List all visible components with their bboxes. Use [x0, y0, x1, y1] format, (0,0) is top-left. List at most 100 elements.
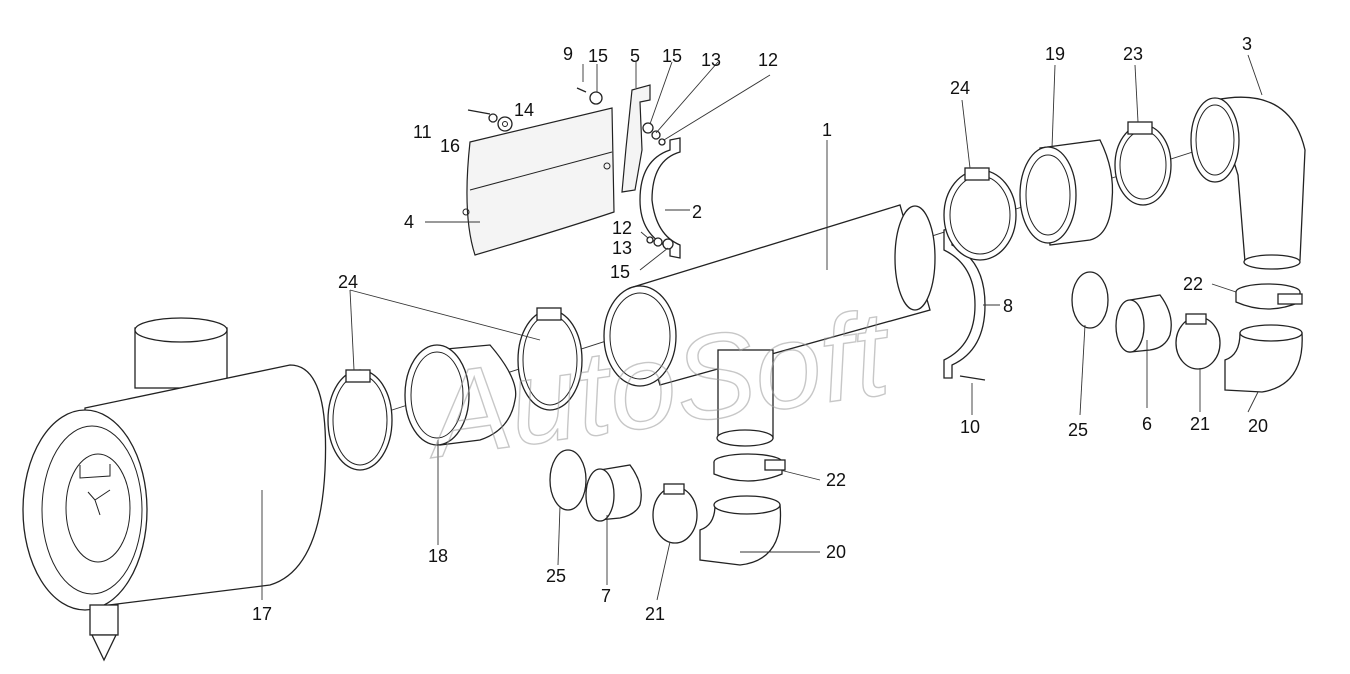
- part-23-clamp: [1114, 121, 1172, 206]
- clamp-band-outer: [327, 369, 393, 471]
- pipe-inlet-end: [603, 285, 677, 387]
- callout-17: 17: [252, 604, 272, 624]
- callout-2: 2: [692, 202, 702, 222]
- elbow-body: [1224, 332, 1303, 393]
- part-1-intake-pipe: [603, 204, 936, 447]
- callout-20-right: 20: [1248, 416, 1268, 436]
- clamp-screw-housing: [1127, 121, 1153, 135]
- nut-13-lower: [653, 237, 663, 247]
- part-19-sleeve: [1019, 139, 1114, 246]
- part-22-clamp-lower: [713, 453, 786, 482]
- pipe-inlet-inner: [609, 292, 671, 380]
- callout-21-lower: 21: [645, 604, 665, 624]
- callout-20-lower: 20: [826, 542, 846, 562]
- elbow-inlet-inner: [1195, 104, 1235, 176]
- housing-body: [84, 364, 327, 609]
- housing-cover-plate: [65, 453, 131, 563]
- shield-hole: [603, 162, 611, 170]
- clamp-screw-housing: [1277, 293, 1303, 305]
- part-6-hose-coupler: [1115, 294, 1172, 353]
- sleeve-inner: [410, 351, 464, 439]
- part-24-clamp-right: [943, 167, 1017, 261]
- clamp-screw-housing: [345, 369, 371, 383]
- clamp-band-outer: [943, 169, 1017, 261]
- clamp-screw-housing: [764, 459, 786, 471]
- callout-10: 10: [960, 417, 980, 437]
- part-22-clamp-right: [1235, 283, 1303, 310]
- clamp-screw-housing: [663, 483, 685, 495]
- part-24-clamp-mid: [517, 307, 583, 411]
- part-25-ring-lower: [549, 449, 587, 511]
- callout-16: 16: [440, 136, 460, 156]
- callout-21-right: 21: [1190, 414, 1210, 434]
- part-21-clamp-lower: [652, 483, 698, 544]
- washer-16: [488, 113, 498, 123]
- part-7-hose-coupler: [585, 464, 642, 522]
- shield-plate: [466, 107, 615, 256]
- callout-15-top: 15: [588, 46, 608, 66]
- elbow-outlet: [1243, 254, 1301, 270]
- callout-4: 4: [404, 212, 414, 232]
- part-21-clamp-right: [1175, 313, 1221, 370]
- sleeve-end: [404, 344, 470, 446]
- callout-22-lower: 22: [826, 470, 846, 490]
- callout-24-left: 24: [338, 272, 358, 292]
- callout-9: 9: [563, 44, 573, 64]
- callout-8: 8: [1003, 296, 1013, 316]
- part-18-reducer-sleeve: [404, 344, 517, 446]
- callout-24-right: 24: [950, 78, 970, 98]
- callout-6: 6: [1142, 414, 1152, 434]
- pipe-tee-opening: [716, 429, 774, 447]
- part-25-ring-right: [1071, 271, 1109, 329]
- callout-5: 5: [630, 46, 640, 66]
- sleeve-inner: [1025, 154, 1071, 236]
- leader-lines: [261, 54, 1263, 601]
- shield-hole: [462, 208, 470, 216]
- part-2-strap: [639, 137, 681, 259]
- bolt-9: [576, 87, 587, 93]
- elbow-inlet: [1190, 97, 1240, 183]
- part-4-heat-shield: [462, 107, 615, 256]
- nut-12-upper: [658, 138, 666, 146]
- callout-labels: 1 2 3 4 5 6 7 8 9 10 11 12 12 13 13 14 1…: [252, 34, 1268, 624]
- part-24-clamp-left: [327, 369, 393, 471]
- part-17-air-cleaner-housing: [22, 317, 327, 662]
- sleeve-end: [1019, 146, 1077, 244]
- housing-inlet-opening: [134, 317, 228, 343]
- housing-end-rim: [41, 425, 143, 595]
- callout-12-upper: 12: [758, 50, 778, 70]
- callout-14: 14: [514, 100, 534, 120]
- callout-23: 23: [1123, 44, 1143, 64]
- callout-18: 18: [428, 546, 448, 566]
- callout-13-upper: 13: [701, 50, 721, 70]
- dust-valve-tip: [90, 634, 118, 662]
- clamp-screw-housing: [964, 167, 990, 181]
- nut-13-upper: [651, 130, 661, 140]
- part-3-elbow: [1190, 96, 1306, 270]
- washer-14: [497, 116, 513, 132]
- housing-handle: [79, 464, 111, 479]
- callout-7: 7: [601, 586, 611, 606]
- bolt-11: [467, 109, 491, 115]
- callout-3: 3: [1242, 34, 1252, 54]
- callout-19: 19: [1045, 44, 1065, 64]
- callout-11: 11: [413, 122, 432, 142]
- dust-valve: [89, 604, 119, 636]
- callout-1: 1: [822, 120, 832, 140]
- part-20-elbow-right: [1224, 324, 1303, 393]
- wing-nut-icon: [87, 489, 111, 516]
- part-5-bracket: [621, 84, 651, 193]
- nut-12-lower: [646, 236, 654, 244]
- callout-25-right: 25: [1068, 420, 1088, 440]
- washer-15-upper: [642, 122, 654, 134]
- callout-22-right: 22: [1183, 274, 1203, 294]
- callout-25-lower: 25: [546, 566, 566, 586]
- clamp-band-outer: [1114, 124, 1172, 206]
- fasteners: [467, 87, 986, 381]
- part-20-elbow-lower: [699, 495, 782, 566]
- callout-13-lower: 13: [612, 238, 632, 258]
- housing-end-cover: [22, 409, 148, 611]
- pipe-tee-branch: [717, 349, 774, 439]
- callout-15-upper: 15: [662, 46, 682, 66]
